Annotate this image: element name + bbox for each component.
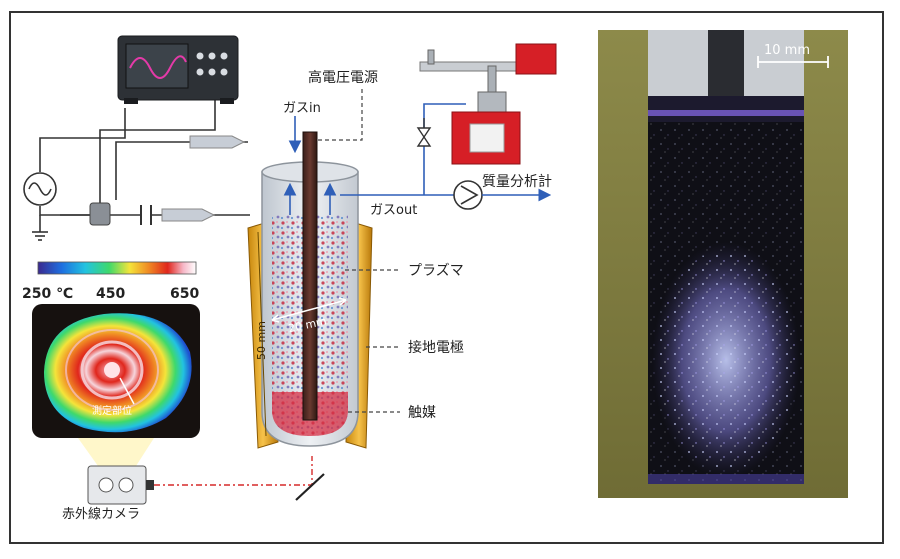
label-high-voltage-source: 高電圧電源: [308, 69, 378, 86]
dimension-50mm: [257, 231, 267, 437]
scale-bar: [757, 56, 829, 68]
label-gas-out: ガスout: [370, 203, 417, 218]
capacitor-icon: [140, 205, 152, 225]
pump-icon: [453, 180, 483, 210]
label-gas-in: ガスin: [283, 101, 321, 116]
voltage-probe-icon: [161, 135, 246, 222]
gas-flow-arrows: [283, 182, 337, 215]
ir-camera-icon: [87, 465, 154, 505]
dimension-20mm: [271, 297, 347, 323]
label-ir-camera: 赤外線カメラ: [62, 506, 140, 522]
label-catalyst: 触媒: [408, 405, 436, 421]
ground-symbol-icon: [32, 231, 48, 241]
mirror-icon: [295, 473, 325, 501]
label-electrode-length: 50 mm: [255, 321, 268, 360]
mass-spectrometer-icon: [419, 43, 557, 165]
ac-source-icon: [23, 172, 57, 206]
hv-electrode-rod: [302, 131, 318, 421]
colorbar-tick-650: 650: [170, 286, 199, 302]
label-mass-spectrometer: 質量分析計: [482, 174, 552, 190]
label-scale-bar: 10 mm: [764, 43, 810, 58]
colorbar: [37, 261, 197, 275]
camera-view-cone: [78, 438, 154, 466]
label-thermo-point: 測定部位: [92, 404, 132, 417]
oscilloscope-icon: [117, 35, 239, 104]
hv-source-leader: [318, 88, 363, 141]
plasma-photograph: [598, 30, 848, 498]
valve-icon: [416, 118, 432, 147]
colorbar-tick-250: 250 ℃: [22, 286, 73, 302]
sampling-line: [423, 103, 466, 195]
label-plasma: プラズマ: [408, 263, 464, 279]
colorbar-tick-450: 450: [96, 286, 125, 302]
label-ground-electrode: 接地電極: [408, 339, 464, 356]
thermal-image: [32, 304, 200, 438]
current-probe-icon: [89, 202, 111, 226]
